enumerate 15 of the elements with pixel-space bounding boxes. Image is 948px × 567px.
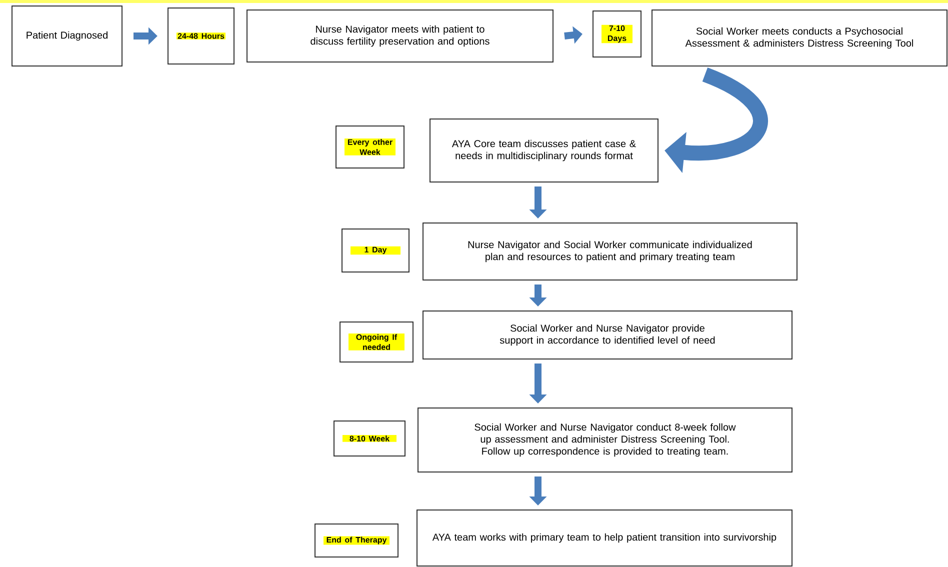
process-box: AYA team works with primary team to help patient transition into survivorship xyxy=(416,510,792,566)
time-label-box: 7-10 Days xyxy=(592,10,642,58)
time-label-box: 1 Day xyxy=(342,228,410,272)
time-label-box: 24-48 Hours xyxy=(168,8,234,64)
time-label-box: 8-10 Week xyxy=(334,420,406,456)
process-box: Patient Diagnosed xyxy=(12,6,122,66)
process-box: Nurse Navigator and Social Worker communicate individualized plan and resources to patient and primary treating team xyxy=(422,222,798,280)
process-box: AYA Core team discusses patient case & needs in multidisciplinary rounds format xyxy=(430,118,658,182)
process-box: Social Worker and Nurse Navigator provide support in accordance to identified level of need xyxy=(422,310,792,360)
time-label-box: End of Therapy xyxy=(314,524,398,558)
time-label-box: Ongoing If needed xyxy=(340,322,414,362)
process-box: Social Worker meets conducts a Psychosocial Assessment & administers Distress Screening Tool xyxy=(652,10,948,66)
process-box: Social Worker and Nurse Navigator conduct 8-week follow up assessment and administer Distress Screening Tool. Follow up correspondence is provided to treating team. xyxy=(418,408,792,472)
process-box: Nurse Navigator meets with patient to discuss fertility preservation and options xyxy=(246,10,554,62)
time-label-box: Every other Week xyxy=(336,126,404,168)
